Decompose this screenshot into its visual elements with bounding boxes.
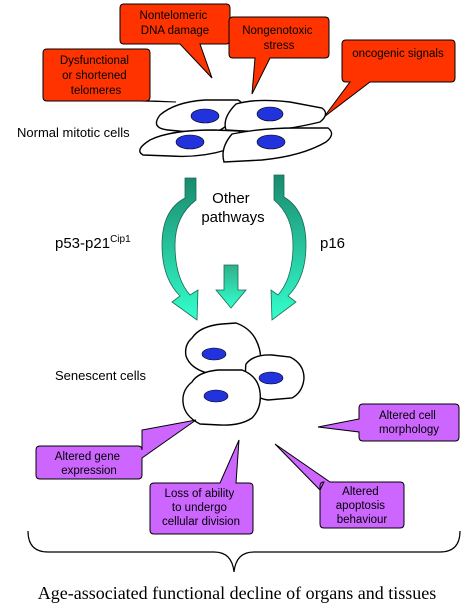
outcome-cell-division-line: cellular division <box>162 516 240 528</box>
other-pathways-arrow <box>215 264 247 309</box>
nucleus <box>258 371 284 385</box>
senescent-cells-cluster <box>182 322 305 426</box>
outcome-apoptosis-callout: Altered apoptosis behaviour <box>274 443 405 529</box>
svg-text:Other pathways: Other pathways <box>201 190 264 226</box>
stressor-telomeres-line: or shortened <box>62 70 127 82</box>
bottom-brace <box>27 530 461 573</box>
svg-text:Nongenotoxic stress: Nongenotoxic stress <box>242 25 316 52</box>
svg-text:Nontelomeric DNA damage: Nontelomeric DNA damage <box>140 10 211 37</box>
nucleus <box>175 134 205 150</box>
outcome-morphology-line: morphology <box>379 424 439 436</box>
other-pathways-label: pathways <box>201 209 264 226</box>
svg-text:Altered gene expression: Altered gene expression <box>55 451 123 477</box>
svg-text:Loss of ability to under: Loss of ability to undergo cellular divi… <box>162 488 240 528</box>
nucleus <box>203 389 229 403</box>
outcome-cell-division-line: Loss of ability <box>165 488 235 500</box>
p16-pathway-arrow <box>270 174 307 321</box>
stressor-nongenotoxic-line: stress <box>264 40 295 52</box>
stressor-oncogenic-callout: oncogenic signals <box>323 39 456 118</box>
svg-text:Altered cell morphology: Altered cell morphology <box>379 410 439 436</box>
stressor-nongenotoxic-line: Nongenotoxic <box>242 25 313 37</box>
svg-text:oncogenic signals: oncogenic signals <box>352 48 444 60</box>
p53-label: p53-p21Cip1 <box>55 234 131 252</box>
outcome-gene-expression-line: Altered gene <box>55 451 120 463</box>
p53-label-main: p53-p21 <box>55 235 110 252</box>
svg-text:Altered apoptosis: Altered apoptosis behaviour <box>336 486 388 526</box>
outcome-apoptosis-line: apoptosis <box>336 500 385 512</box>
nucleus <box>190 108 220 124</box>
diagram-caption: Age-associated functional decline of org… <box>38 583 437 603</box>
outcome-cell-division-line: to undergo <box>172 502 227 514</box>
p16-label: p16 <box>320 235 345 252</box>
p53-pathway-arrow <box>161 177 199 321</box>
stressor-dna-damage-line: Nontelomeric <box>140 10 208 22</box>
stressor-telomeres-line: telomeres <box>71 85 122 97</box>
p53-label-superscript: Cip1 <box>110 234 131 245</box>
stressor-telomeres-line: Dysfunctional <box>60 55 129 67</box>
nucleus <box>201 347 227 361</box>
normal-cells-label: Normal mitotic cells <box>17 125 130 140</box>
nucleus <box>256 106 284 122</box>
outcome-apoptosis-line: Altered <box>342 486 378 498</box>
nucleus <box>256 134 286 150</box>
other-pathways-label: Other <box>212 190 250 207</box>
stressor-nongenotoxic-callout: Nongenotoxic stress <box>228 16 330 95</box>
stressor-telomeres-callout: Dysfunctional or shortened telomeres <box>42 48 177 103</box>
stressor-dna-damage-callout: Nontelomeric DNA damage <box>119 3 231 79</box>
stressor-oncogenic-line: oncogenic signals <box>352 48 444 60</box>
svg-text:Dysfunctional or shorten: Dysfunctional or shortened telomeres <box>60 55 132 97</box>
outcome-morphology-line: Altered cell <box>379 410 436 422</box>
outcome-gene-expression-line: expression <box>61 465 117 477</box>
outcome-cell-division-callout: Loss of ability to undergo cellular divi… <box>149 439 254 535</box>
outcome-morphology-callout: Altered cell morphology <box>317 403 460 442</box>
senescent-cells-label: Senescent cells <box>55 368 147 383</box>
outcome-apoptosis-line: behaviour <box>337 514 388 526</box>
outcome-gene-expression-callout: Altered gene expression <box>35 419 197 480</box>
stressor-dna-damage-line: DNA damage <box>141 25 209 37</box>
normal-cells-cluster <box>139 99 333 163</box>
